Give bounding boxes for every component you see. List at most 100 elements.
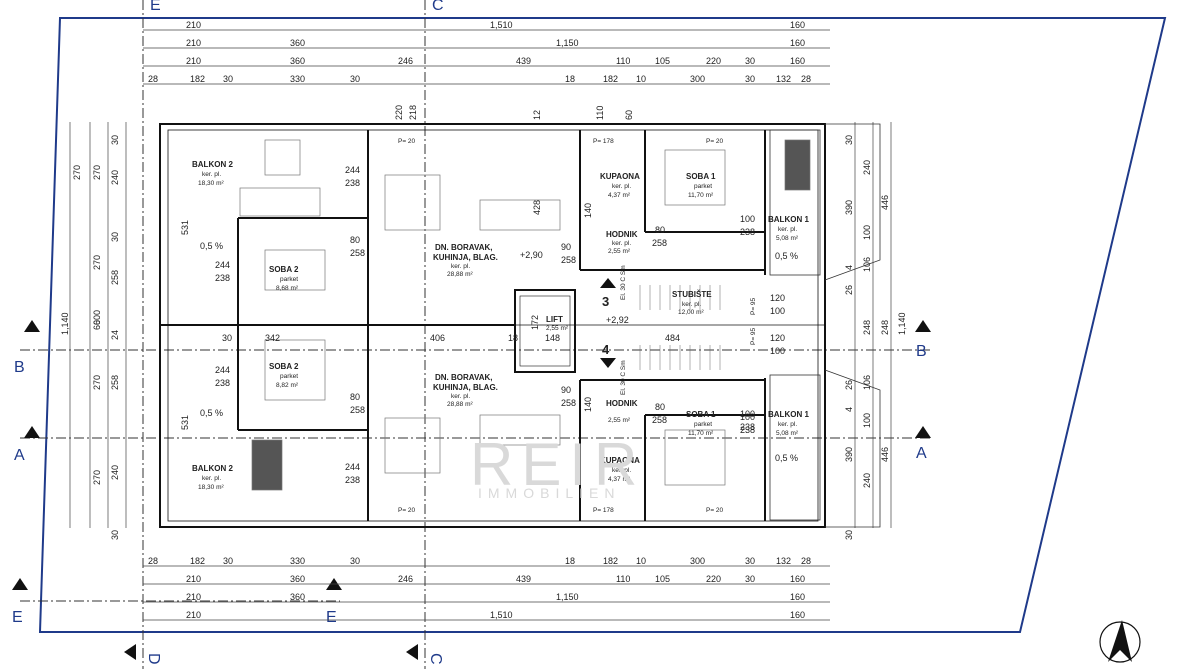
svg-text:210: 210 [186, 610, 201, 620]
svg-text:ker. pl.: ker. pl. [451, 393, 470, 400]
svg-text:270: 270 [92, 255, 102, 270]
svg-text:218: 218 [408, 105, 418, 120]
svg-text:11,70 m²: 11,70 m² [688, 192, 714, 199]
svg-text:300: 300 [690, 74, 705, 84]
room-name-soba2-bot: SOBA 2 [269, 362, 299, 371]
axis-label-e-top: E [150, 0, 161, 14]
svg-text:100: 100 [862, 413, 872, 428]
svg-text:24: 24 [110, 330, 120, 340]
svg-text:30: 30 [110, 530, 120, 540]
svg-text:238: 238 [740, 227, 755, 237]
svg-text:246: 246 [398, 574, 413, 584]
svg-text:220: 220 [394, 105, 404, 120]
svg-text:300: 300 [690, 556, 705, 566]
svg-text:210: 210 [186, 592, 201, 602]
svg-text:P= 20: P= 20 [706, 507, 724, 514]
svg-text:2,55 m²: 2,55 m² [608, 417, 631, 424]
svg-text:ker. pl.: ker. pl. [612, 240, 631, 247]
svg-text:140: 140 [583, 397, 593, 412]
svg-text:KUHINJA, BLAG.: KUHINJA, BLAG. [433, 383, 498, 392]
svg-text:390: 390 [844, 447, 854, 462]
room-name-balkon2-top: BALKON 2 [192, 160, 233, 169]
svg-text:8,82 m²: 8,82 m² [276, 382, 299, 389]
inner-dim-text: 244 238 244 238 80 258 342 406 148 484 3… [215, 105, 785, 485]
dim-text-left: 270 270 240 531 600 1,140 270 258 24 60 … [60, 135, 190, 540]
svg-text:30: 30 [745, 74, 755, 84]
axis-markers: B A B A E E D C E C [12, 0, 931, 665]
svg-text:182: 182 [603, 556, 618, 566]
svg-text:60: 60 [92, 320, 102, 330]
slope-labels: 0,5 % 0,5 % 0,5 % 0,5 % [200, 241, 798, 463]
svg-text:244: 244 [215, 365, 230, 375]
svg-text:30: 30 [745, 56, 755, 66]
svg-text:160: 160 [790, 56, 805, 66]
svg-text:P= 20: P= 20 [398, 138, 416, 145]
svg-text:ker. pl.: ker. pl. [612, 467, 631, 474]
svg-text:210: 210 [186, 20, 201, 30]
svg-text:100: 100 [740, 409, 755, 419]
svg-text:330: 330 [290, 556, 305, 566]
svg-text:ker. pl.: ker. pl. [202, 171, 221, 178]
svg-text:100: 100 [862, 225, 872, 240]
room-name-balkon2-bot: BALKON 2 [192, 464, 233, 473]
watermark: REIR IMMOBILIEN [470, 431, 637, 501]
axis-label-b-right: B [916, 343, 927, 360]
dim-lines-vertical [69, 122, 892, 528]
svg-text:105: 105 [655, 56, 670, 66]
svg-text:18: 18 [565, 556, 575, 566]
svg-text:ker. pl.: ker. pl. [778, 226, 797, 233]
svg-text:172: 172 [530, 315, 540, 330]
svg-text:360: 360 [290, 56, 305, 66]
svg-text:258: 258 [110, 375, 120, 390]
svg-text:446: 446 [880, 195, 890, 210]
svg-text:4,37 m²: 4,37 m² [608, 192, 631, 199]
svg-text:parket: parket [280, 373, 298, 380]
svg-text:0,5 %: 0,5 % [775, 251, 798, 261]
room-name-boravak-top: DN. BORAVAK, [435, 243, 492, 252]
svg-text:30: 30 [745, 574, 755, 584]
svg-text:P= 95: P= 95 [750, 297, 757, 315]
room-name-hodnik-bot: HODNIK [606, 399, 638, 408]
svg-text:160: 160 [790, 38, 805, 48]
svg-text:26: 26 [844, 380, 854, 390]
svg-text:258: 258 [561, 398, 576, 408]
svg-text:ker. pl.: ker. pl. [682, 301, 701, 308]
svg-text:28,88 m²: 28,88 m² [447, 271, 473, 278]
svg-text:26: 26 [844, 285, 854, 295]
svg-text:360: 360 [290, 574, 305, 584]
svg-text:30: 30 [844, 530, 854, 540]
svg-text:160: 160 [790, 592, 805, 602]
svg-text:258: 258 [110, 270, 120, 285]
elevation-top: +2,90 [520, 250, 543, 260]
unit-markers: 3 4 +2,90 +2,92 [520, 250, 629, 368]
svg-text:238: 238 [740, 425, 755, 435]
svg-text:240: 240 [110, 465, 120, 480]
svg-text:160: 160 [790, 610, 805, 620]
svg-text:28: 28 [801, 556, 811, 566]
svg-text:8,68 m²: 8,68 m² [276, 285, 299, 292]
svg-text:P= 95: P= 95 [750, 327, 757, 345]
svg-text:270: 270 [72, 165, 82, 180]
svg-text:210: 210 [186, 574, 201, 584]
svg-text:258: 258 [652, 238, 667, 248]
svg-text:160: 160 [790, 20, 805, 30]
svg-text:246: 246 [398, 56, 413, 66]
furniture [239, 139, 811, 491]
svg-text:2,55 m²: 2,55 m² [608, 248, 631, 255]
svg-text:244: 244 [345, 462, 360, 472]
svg-text:439: 439 [516, 56, 531, 66]
axis-label-c-top: C [432, 0, 444, 14]
stair-notes: El. 30 C Sm El. 30 C Sm P= 95 P= 95 [620, 265, 757, 395]
svg-text:244: 244 [345, 165, 360, 175]
svg-text:18,30 m²: 18,30 m² [198, 484, 224, 491]
svg-text:ker. pl.: ker. pl. [451, 263, 470, 270]
svg-text:80: 80 [350, 392, 360, 402]
svg-text:4,37 m²: 4,37 m² [608, 476, 631, 483]
dim-text-bottom: 28 182 30 330 30 18 182 10 300 30 132 28… [148, 556, 811, 620]
axis-label-c-bottom: C [427, 653, 444, 665]
svg-text:P= 20: P= 20 [706, 138, 724, 145]
svg-text:2,55 m²: 2,55 m² [546, 325, 569, 332]
svg-text:240: 240 [862, 473, 872, 488]
svg-text:10: 10 [636, 74, 646, 84]
